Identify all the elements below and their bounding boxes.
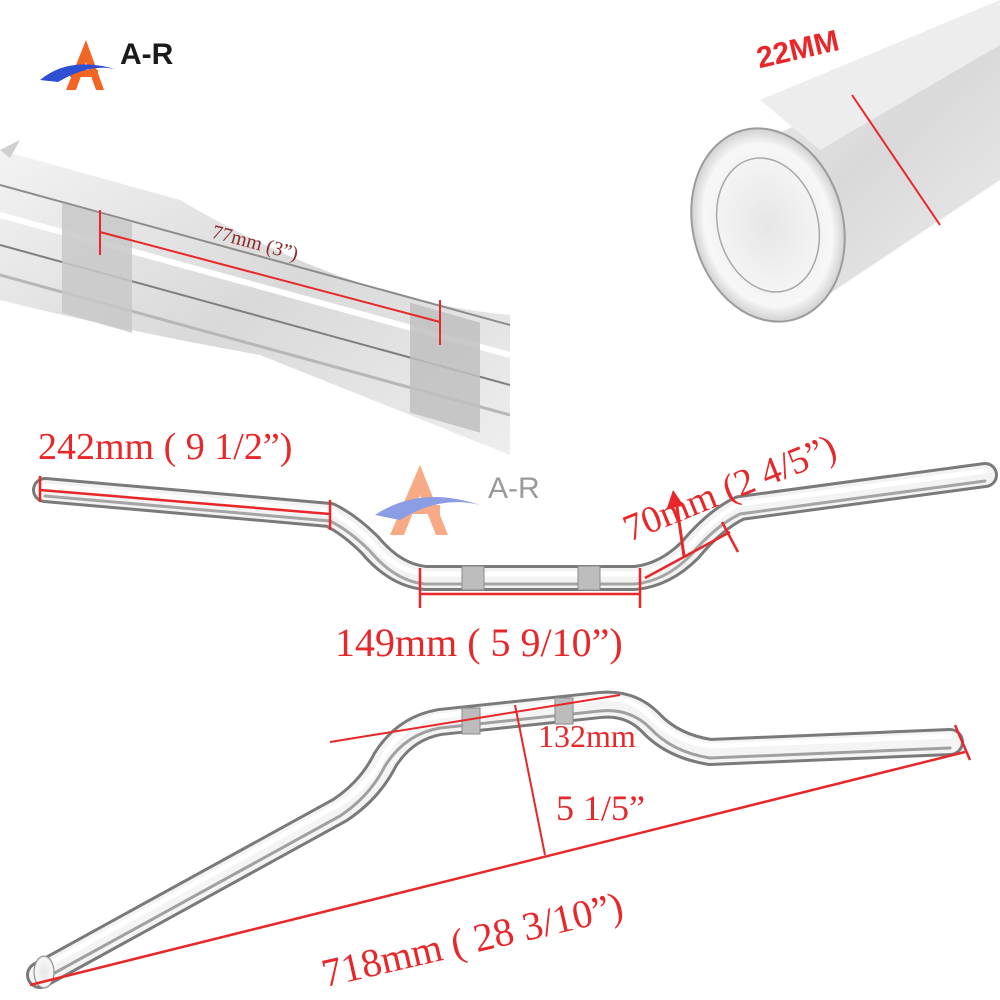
center-section-label: 149mm ( 5 9/10”): [335, 620, 623, 665]
height-label-inches: 5 1/5”: [556, 788, 645, 828]
handlebar-angled-view: [26, 690, 972, 989]
brand-logo-mark: [40, 40, 118, 90]
end-section-dimension-line: [39, 488, 331, 516]
bar-end-closeup-inset: [690, 0, 1000, 323]
total-width-dimension-line: [29, 750, 966, 987]
top-reference-line: [329, 694, 621, 743]
bar-end-face: [690, 127, 846, 323]
clamp-width-dimension-line: [99, 231, 441, 323]
clamp-knurl-left: [62, 202, 132, 333]
rise-arrow-head: [667, 490, 684, 508]
watermark-logo-mark: [375, 465, 480, 535]
clamp-closeup-inset: [0, 140, 511, 455]
diameter-dimension-line: [851, 94, 941, 226]
height-dimension-line: [514, 704, 546, 856]
handlebar-front-view: [32, 462, 998, 608]
rise-dimension-line: [644, 530, 731, 580]
brand-logo-text: A-R: [120, 38, 174, 71]
knurl-band-left: [461, 565, 485, 591]
rise-arrow-shaft: [674, 499, 686, 557]
end-section-label: 242mm ( 9 1/2”): [38, 426, 293, 468]
watermark-logo-text: A-R: [488, 472, 540, 505]
knurl-band-right: [577, 565, 601, 591]
clamp-knurl-right: [410, 302, 480, 433]
height-label-mm: 132mm: [538, 718, 636, 754]
